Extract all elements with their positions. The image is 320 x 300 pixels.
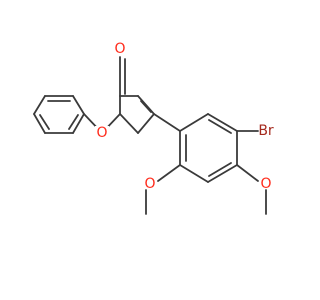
bond [208, 162, 232, 177]
bond [157, 164, 181, 182]
bond [207, 164, 238, 183]
bond [236, 164, 259, 182]
bond [119, 113, 139, 134]
bonds [33, 56, 267, 215]
atom-labels: O O Br O O [95, 41, 274, 192]
bond [33, 113, 46, 134]
bond [68, 114, 79, 130]
bond [137, 95, 155, 115]
bond [179, 164, 209, 183]
bond [207, 113, 238, 132]
bond [153, 113, 181, 132]
carbonyl-oxygen-label: O [114, 41, 125, 57]
bond [179, 113, 209, 132]
bond [140, 100, 152, 113]
structure-canvas: O O Br O O [33, 41, 274, 215]
bond [137, 113, 155, 134]
bond [72, 95, 85, 115]
bond [33, 95, 46, 115]
bromine-label: Br [258, 123, 274, 139]
bond [39, 114, 50, 130]
methoxy-oxygen-para-label: O [260, 176, 271, 192]
bond [72, 113, 85, 134]
ring-oxygen-label: O [96, 125, 107, 141]
bond [208, 119, 232, 134]
methoxy-oxygen-ortho-label: O [144, 176, 155, 192]
